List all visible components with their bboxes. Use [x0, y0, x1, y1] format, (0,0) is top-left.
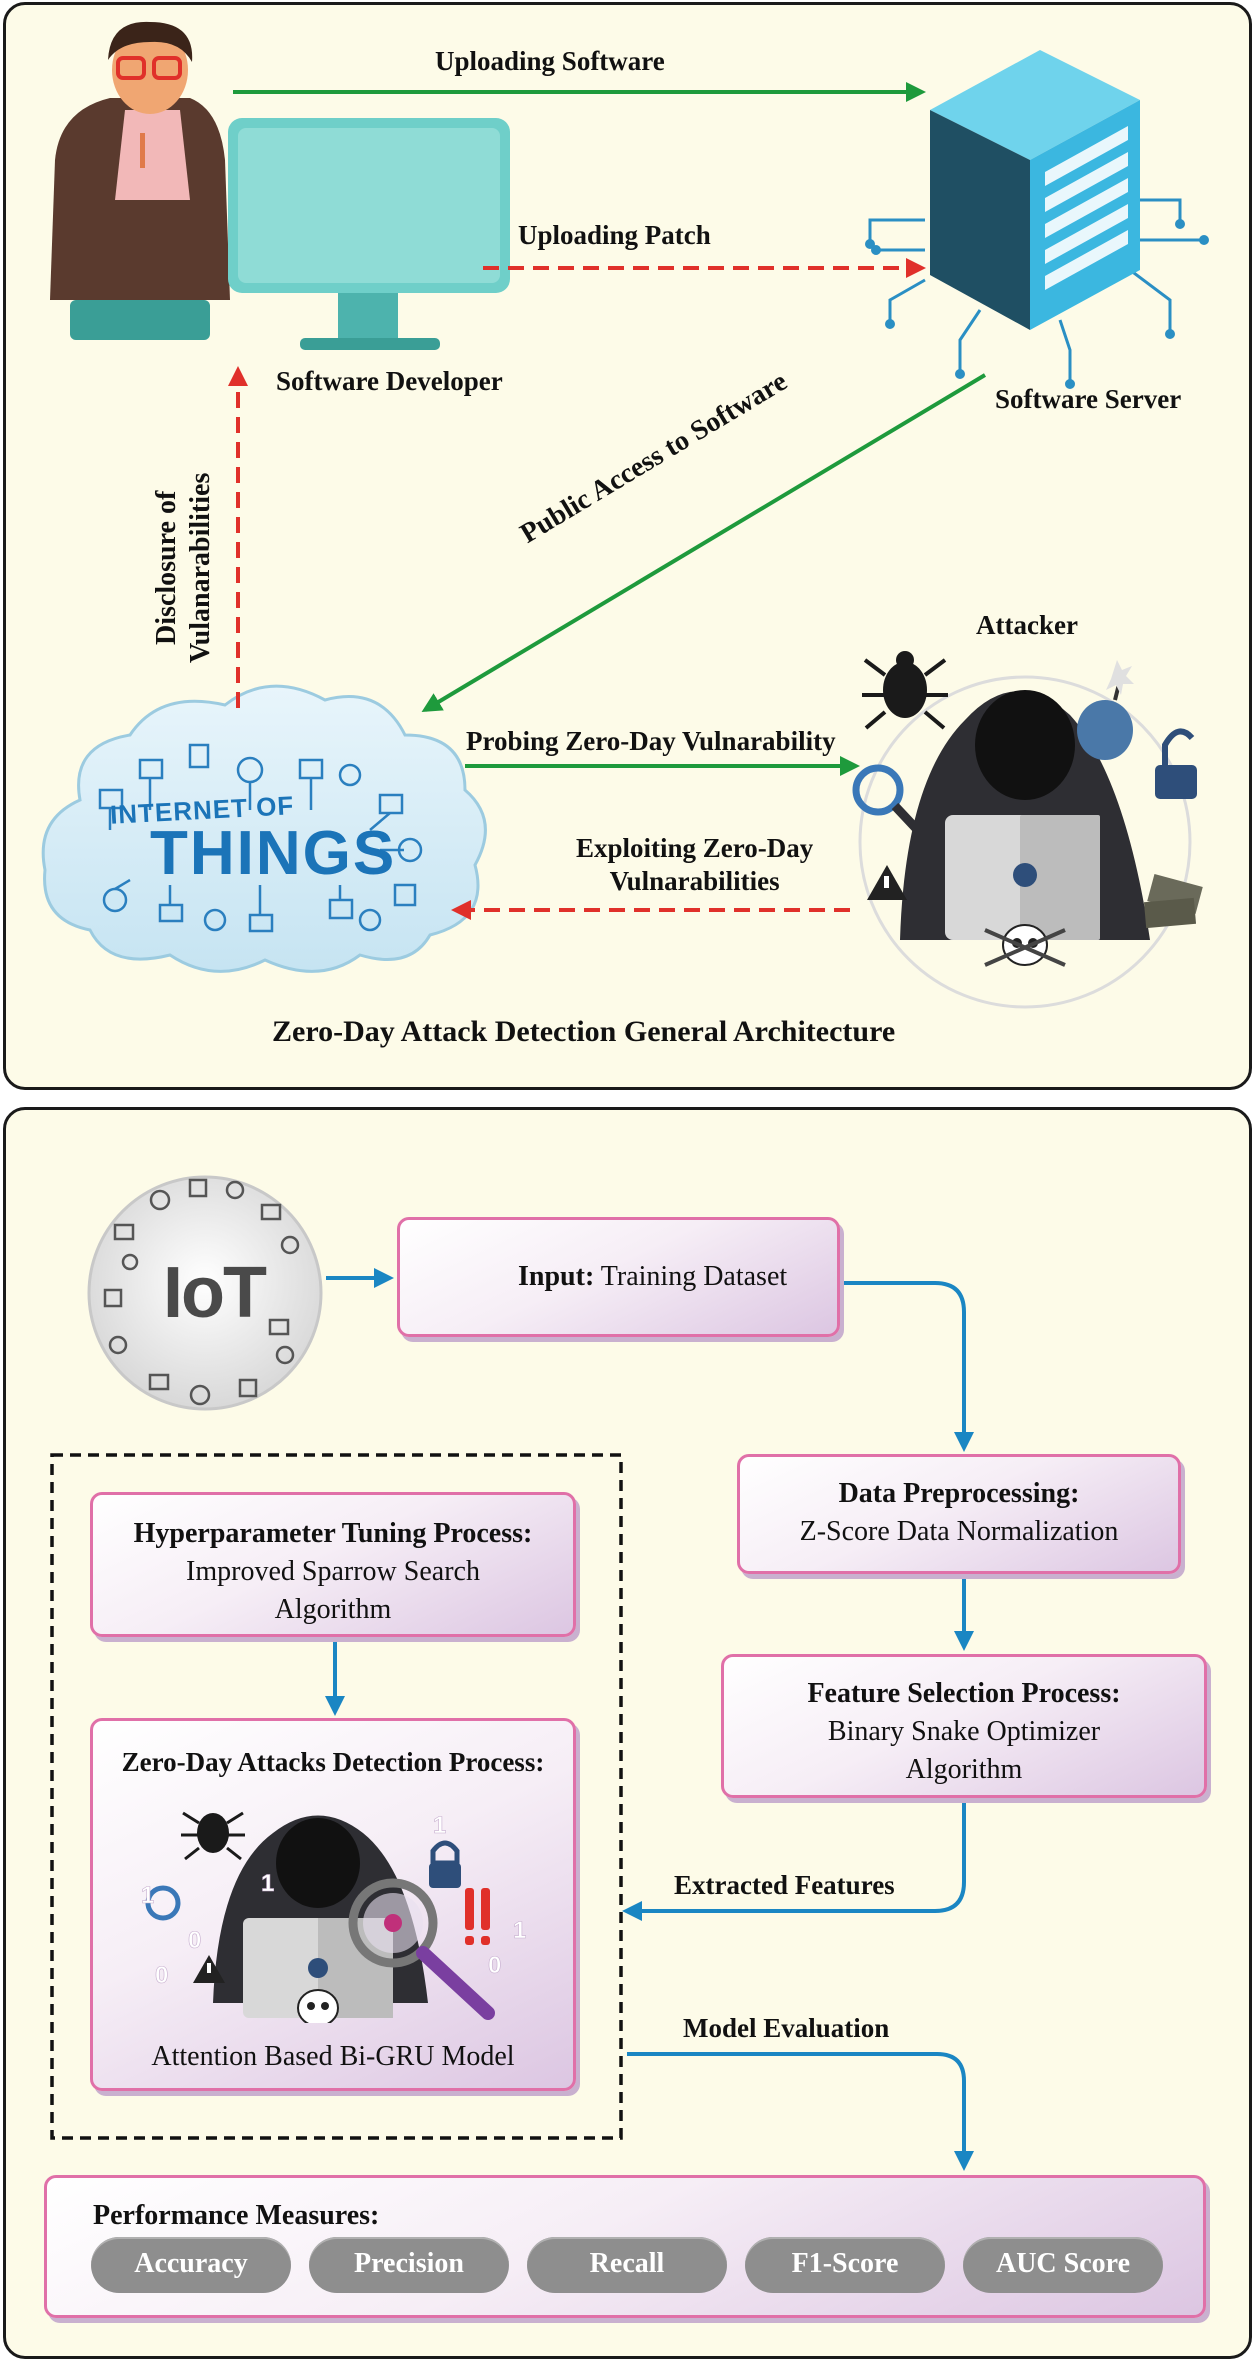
model-evaluation-label: Model Evaluation: [683, 2013, 890, 2043]
probing-label: Probing Zero-Day Vulnarability: [466, 726, 836, 756]
feature-selection-box: Feature Selection Process: Binary Snake …: [721, 1654, 1207, 1798]
iot-logo-text: IoT: [163, 1253, 267, 1333]
exploiting-label: Exploiting Zero-Day Vulnarabilities: [576, 832, 813, 898]
hyper-text-line2: Algorithm: [274, 1594, 392, 1625]
exploiting-label-line2: Vulnarabilities: [609, 866, 780, 896]
hyper-title: Hyperparameter Tuning Process:: [133, 1518, 533, 1549]
metric-precision: Precision: [309, 2237, 509, 2293]
architecture-caption: Zero-Day Attack Detection General Archit…: [272, 1015, 896, 1048]
disclosure-label-line2: Vulanarabilities: [185, 472, 216, 663]
binary-digit: 0: [488, 1952, 501, 1979]
metric-f1-score: F1-Score: [745, 2237, 945, 2293]
binary-digit: 1: [261, 1870, 274, 1897]
feature-text-line2: Algorithm: [905, 1754, 1023, 1785]
metric-recall: Recall: [527, 2237, 727, 2293]
disclosure-label: Disclosure of Vulanarabilities: [150, 473, 218, 663]
preprocessing-title: Data Preprocessing:: [838, 1478, 1080, 1509]
detection-hacker-icon: 1 0 1 0 1 1 0: [141, 1812, 527, 2023]
performance-title: Performance Measures:: [93, 2200, 380, 2231]
feature-text-line1: Binary Snake Optimizer: [827, 1716, 1101, 1747]
input-label: Input:: [518, 1261, 595, 1292]
binary-digit: 0: [188, 1927, 201, 1954]
input-to-preprocessing-arrow: [842, 1281, 974, 1452]
feature-title: Feature Selection Process:: [807, 1678, 1121, 1709]
binary-digit: 0: [155, 1962, 168, 1989]
detection-title: Zero-Day Attacks Detection Process:: [121, 1747, 545, 1777]
software-developer-icon: [50, 21, 510, 350]
extracted-features-label: Extracted Features: [674, 1870, 895, 1900]
input-text: Training Dataset: [594, 1261, 788, 1292]
binary-digit: 1: [513, 1917, 526, 1944]
metric-auc-score: AUC Score: [963, 2237, 1163, 2293]
attacker-label: Attacker: [976, 610, 1078, 640]
model-evaluation-arrow: [627, 2052, 974, 2171]
uploading-patch-label: Uploading Patch: [518, 220, 711, 250]
internet-of-things-cloud-icon: [41, 684, 487, 973]
preprocessing-text: Z-Score Data Normalization: [799, 1516, 1119, 1547]
binary-digit: 1: [141, 1882, 154, 1909]
detection-model-label: Attention Based Bi-GRU Model: [151, 2041, 515, 2072]
software-server-icon: [865, 50, 1209, 389]
metric-accuracy: Accuracy: [91, 2237, 291, 2293]
zero-day-detection-box: Zero-Day Attacks Detection Process: Atte…: [90, 1718, 576, 2091]
attacker-hacker-icon: [852, 651, 1203, 1009]
hyper-text-line1: Improved Sparrow Search: [186, 1556, 480, 1587]
bigru-model-group-border: [50, 1453, 623, 2140]
input-training-dataset-box: Input: Training Dataset: [397, 1217, 840, 1337]
iot-cloud-text-line2: THINGS: [150, 819, 397, 888]
data-preprocessing-box: Data Preprocessing: Z-Score Data Normali…: [737, 1454, 1181, 1574]
exploiting-label-line1: Exploiting Zero-Day: [576, 833, 814, 863]
software-server-label: Software Server: [995, 384, 1182, 414]
disclosure-label-line1: Disclosure of: [151, 490, 182, 645]
iot-logo-icon: [87, 1175, 323, 1411]
binary-digit: 1: [433, 1812, 446, 1839]
uploading-software-label: Uploading Software: [435, 46, 665, 76]
public-access-arrow: [421, 373, 987, 713]
extracted-features-arrow: [622, 1797, 966, 1921]
hyperparameter-tuning-box: Hyperparameter Tuning Process: Improved …: [90, 1492, 576, 1637]
software-developer-label: Software Developer: [276, 366, 503, 396]
